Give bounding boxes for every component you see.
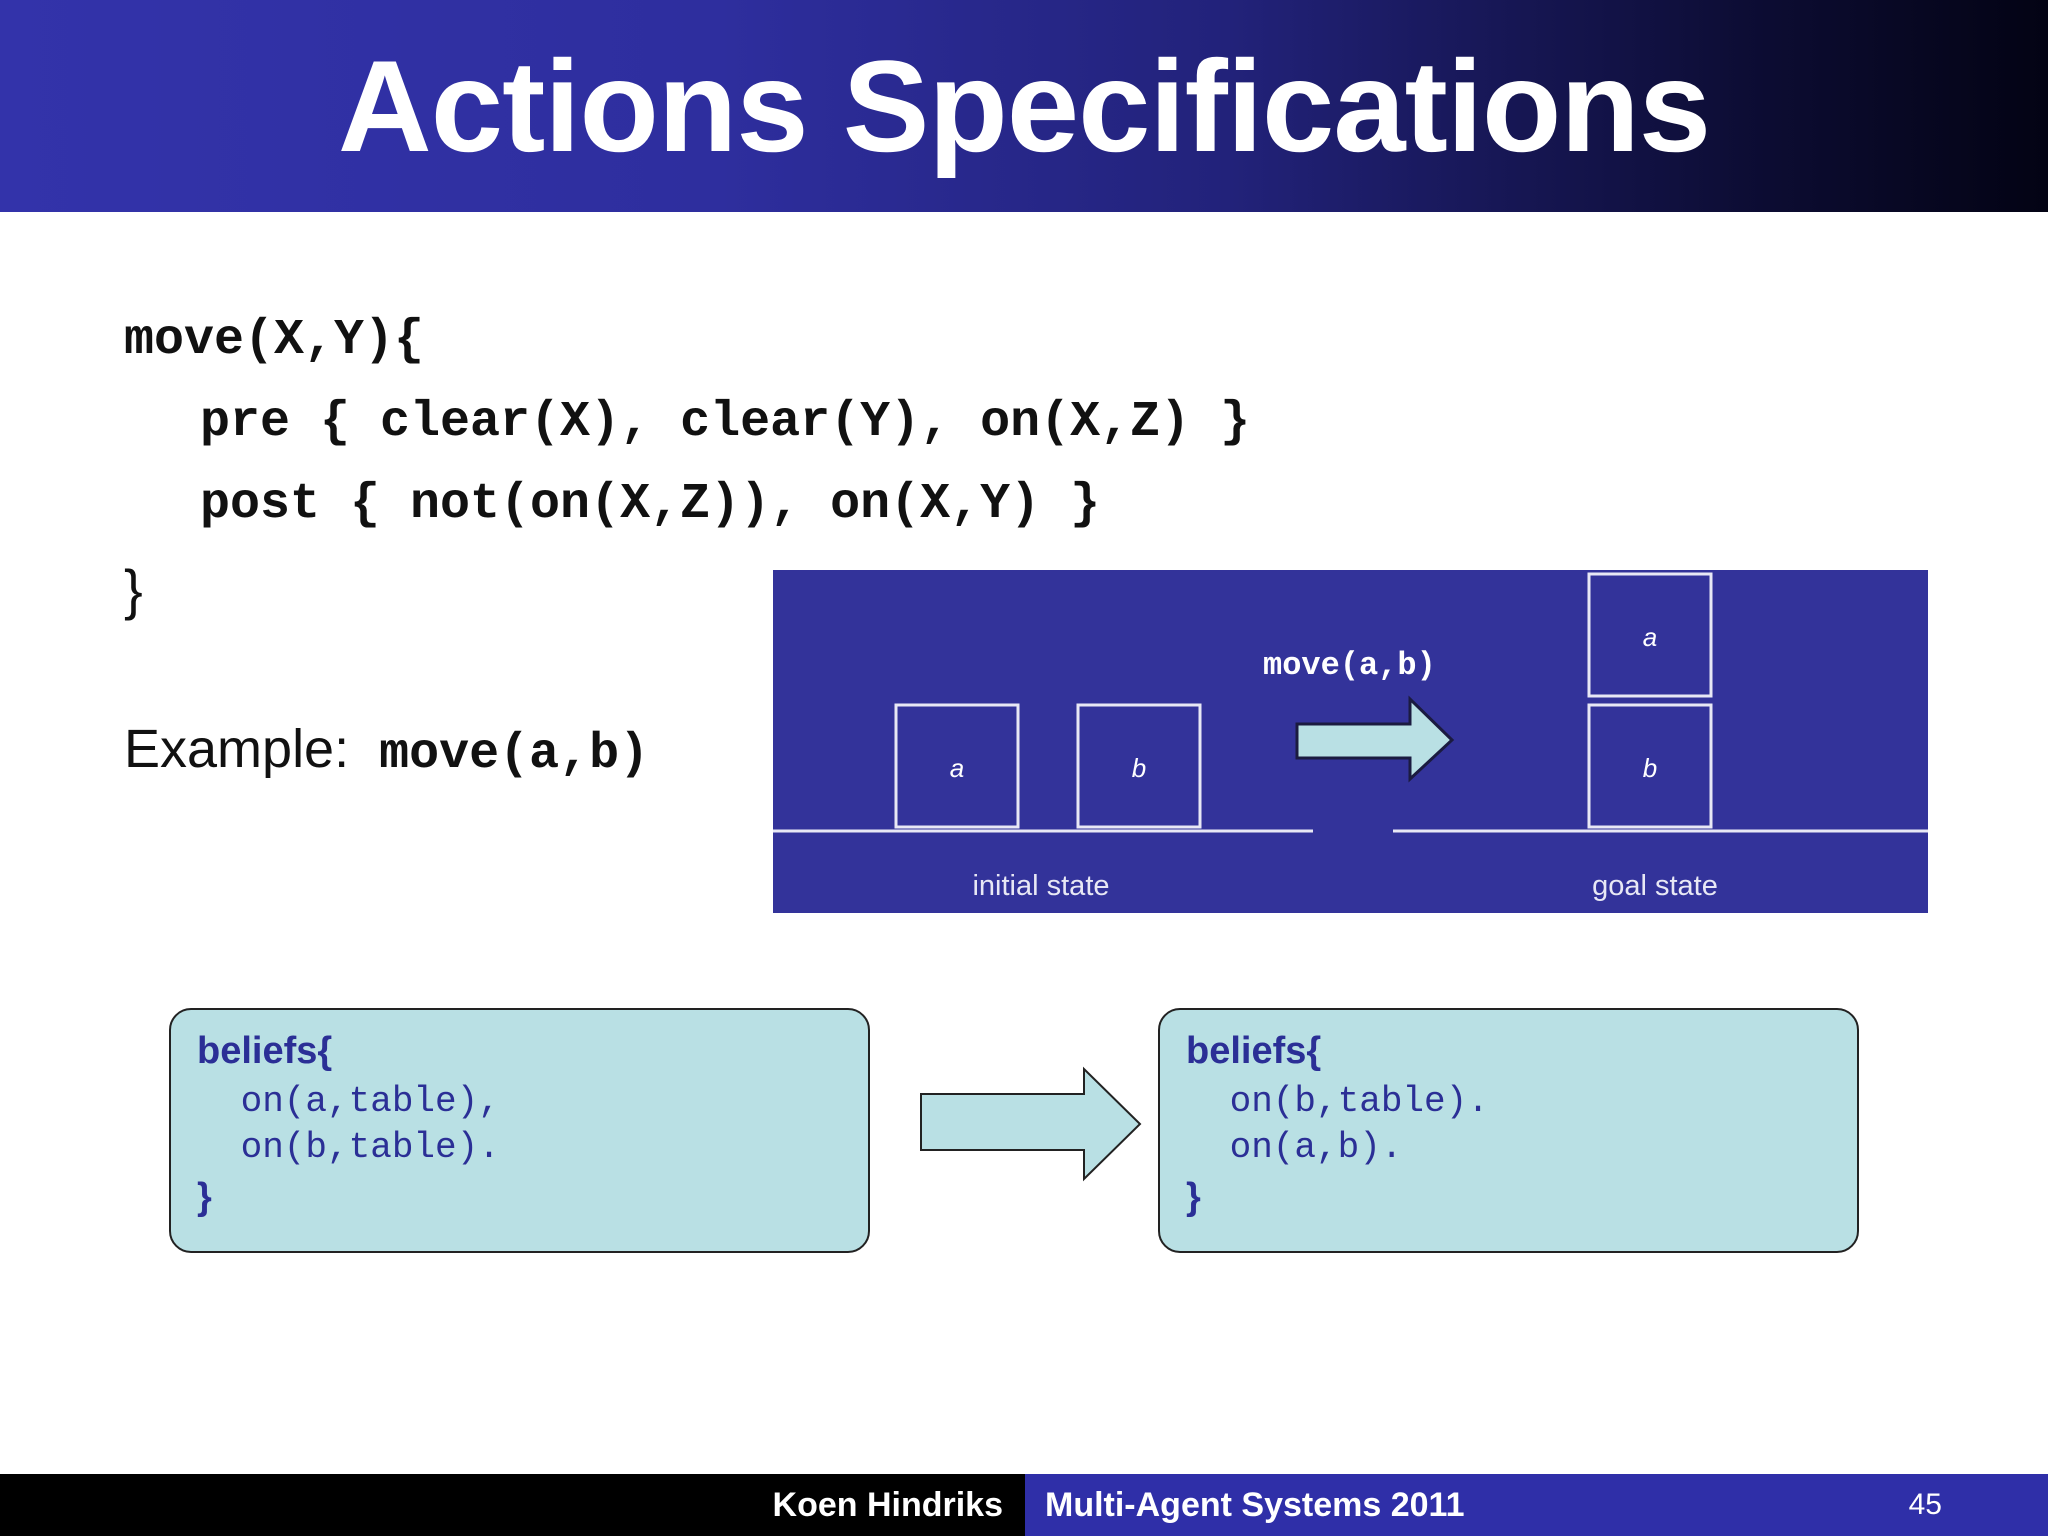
goal-state-caption: goal state	[1592, 870, 1718, 902]
footer-course: Multi-Agent Systems 2011	[1045, 1485, 1465, 1524]
code-line-post: post { not(on(X,Z)), on(X,Y) }	[200, 476, 1101, 533]
blocks-diagram: a b move(a,b) a b initial state goal sta…	[773, 570, 1928, 913]
beliefs-before-box: beliefs{ on(a,table), on(b,table). }	[169, 1008, 870, 1253]
beliefs-before-close: }	[197, 1176, 212, 1218]
page-number: 45	[1908, 1488, 1942, 1521]
example-call: move(a,b)	[379, 726, 650, 783]
footer-author-section: Koen Hindriks	[0, 1474, 1025, 1536]
footer-author: Koen Hindriks	[772, 1485, 1003, 1524]
code-line-signature: move(X,Y){	[124, 312, 425, 369]
goal-block-b-label: b	[1643, 753, 1657, 783]
example-text: Example: move(a,b)	[124, 718, 649, 783]
beliefs-after-box: beliefs{ on(b,table). on(a,b). }	[1158, 1008, 1859, 1253]
beliefs-before-line: on(b,table).	[219, 1127, 500, 1168]
example-label: Example:	[124, 719, 380, 779]
initial-block-a	[894, 703, 1020, 829]
blocks-diagram-svg: a b move(a,b) a b initial state goal sta…	[773, 572, 1928, 902]
title-bar	[0, 0, 2048, 212]
beliefs-after-header: beliefs{	[1186, 1030, 1322, 1072]
beliefs-before-line: on(a,table),	[219, 1081, 500, 1122]
beliefs-after-close: }	[1186, 1176, 1201, 1218]
goal-block-a-label: a	[1643, 622, 1657, 652]
beliefs-after-line: on(a,b).	[1208, 1127, 1403, 1168]
initial-state-caption: initial state	[972, 870, 1109, 902]
slide-title: Actions Specifications	[337, 33, 1711, 179]
diagram-action-label: move(a,b)	[1263, 647, 1436, 684]
beliefs-before-header: beliefs{	[197, 1030, 333, 1072]
goal-block-a	[1587, 572, 1713, 698]
code-line-close: }	[124, 558, 143, 621]
initial-block-b-label: b	[1132, 753, 1146, 783]
transition-arrow-icon	[920, 1066, 1142, 1182]
footer-course-section: Multi-Agent Systems 2011 45	[1025, 1474, 2048, 1536]
initial-block-b	[1076, 703, 1202, 829]
goal-block-b	[1587, 703, 1713, 829]
code-line-pre: pre { clear(X), clear(Y), on(X,Z) }	[200, 394, 1251, 451]
right-arrow-icon	[1295, 695, 1455, 783]
beliefs-after-line: on(b,table).	[1208, 1081, 1489, 1122]
initial-block-a-label: a	[950, 753, 964, 783]
